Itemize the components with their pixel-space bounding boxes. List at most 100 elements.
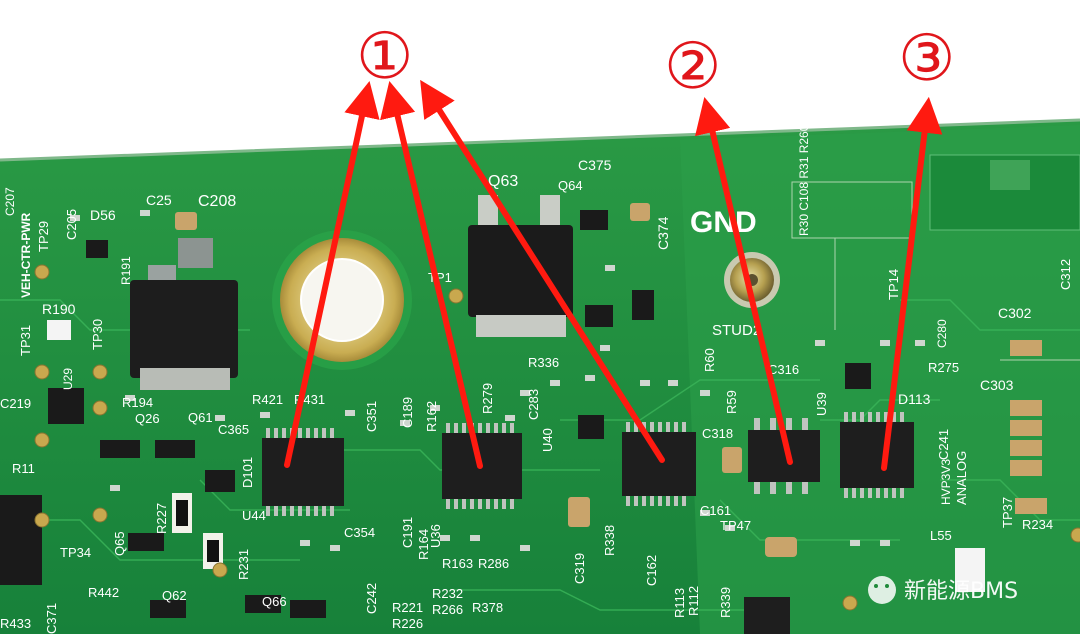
silkscreen-label: R266 [432,602,463,617]
silkscreen-label: R336 [528,355,559,370]
silkscreen-label: C375 [578,157,612,173]
silkscreen-label: C25 [146,192,172,208]
watermark-text: 新能源BMS [904,579,1018,604]
smd-passives [70,210,925,551]
silkscreen-label: R59 [724,390,739,414]
silkscreen-label: C208 [198,193,236,210]
test-points [34,264,1080,611]
arrow-1a [284,80,380,468]
arrow-2 [695,96,793,465]
silkscreen-label: R162 [424,401,439,432]
gnd-label: GND [690,206,757,239]
silkscreen-label: C241 [936,429,951,460]
silkscreen-label: C205 [64,209,79,240]
marker-1: ① [356,20,413,94]
wechat-icon [868,576,896,604]
silkscreen-label: R11 [12,461,35,476]
silkscreen-label: Q26 [135,411,160,426]
silkscreen-label: C354 [344,525,375,540]
silkscreen-label: TP34 [60,545,91,560]
tan-capacitors [175,203,1047,557]
silkscreen-label: Q65 [112,531,127,556]
silkscreen-label: C365 [218,422,249,437]
watermark: 新能源BMS [868,576,1018,604]
silkscreen-label: TP47 [720,518,751,533]
pcb-top-edge [0,118,1080,162]
silkscreen-labels: GND STUD2 C25 C208 D56 R191 R190 TP29 C2… [0,28,1073,634]
silkscreen-label: R190 [42,301,76,317]
silkscreen-label: C312 [1058,259,1073,290]
silkscreen-label: R113 [672,588,687,618]
ic-d113 [840,412,914,498]
silkscreen-label: C302 [998,305,1032,321]
silkscreen-label: TP37 [1000,497,1015,528]
silkscreen-label: C374 [655,216,671,250]
silkscreen-label: U39 [814,392,829,416]
silkscreen-label: R286 [478,556,509,571]
silkscreen-label: C351 [364,401,379,432]
silkscreen-label: R163 [442,556,473,571]
silkscreen-label: R421 [252,392,283,407]
silkscreen-label: R30 C108 R31 R260 C102 R259 R273 [797,28,811,236]
silkscreen-label: Q61 [188,410,213,425]
power-mosfet-q63 [468,195,573,337]
ic-bottom [744,597,790,634]
silkscreen-label: R221 [392,600,423,615]
silkscreen-label: C318 [702,426,733,441]
silkscreen-label: R279 [480,383,495,414]
silkscreen-label: VEH-CTR-PWR [19,212,33,298]
silkscreen-label: C162 [644,555,659,586]
silkscreen-label: HVP3V3 [939,459,953,505]
ic-u44 [262,428,344,516]
silkscreen-label: C207 [3,187,17,216]
silkscreen-label: R226 [392,616,423,631]
annotation-markers: ① ② ③ [356,20,955,104]
silkscreen-label: Q64 [558,178,583,193]
silkscreen-label: C191 [400,517,415,548]
silkscreen-label: L55 [930,528,952,543]
arrow-3 [881,96,943,471]
ic-u40 [622,422,696,506]
silkscreen-label: Q66 [262,594,287,609]
silkscreen-label: TP14 [886,269,901,300]
power-mosfet-left [130,238,238,390]
silkscreen-label: D113 [898,391,931,407]
silkscreen-label: D56 [90,207,116,223]
silkscreen-label: R231 [236,549,251,580]
silkscreen-label: ANALOG [954,451,969,505]
marker-3: ③ [898,22,955,96]
silkscreen-label: R339 [718,587,733,618]
annotation-arrows [284,79,943,471]
silkscreen-label: C242 [364,583,379,614]
silkscreen-label: D101 [240,457,255,488]
silkscreen-label: R164 [416,529,431,560]
marker-2: ② [664,30,721,104]
silkscreen-label: R433 [0,616,31,631]
silkscreen-label: R442 [88,585,119,600]
silkscreen-label: C280 [935,319,949,348]
silkscreen-label: C283 [526,389,541,420]
silkscreen-label: Q62 [162,588,187,603]
silkscreen-label: R227 [154,503,169,534]
silkscreen-label: Q63 [488,173,518,190]
silkscreen-label: R191 [119,256,133,285]
small-components [0,210,871,618]
silkscreen-label: C303 [980,377,1014,393]
silkscreen-label: R232 [432,586,463,601]
silkscreen-label: U40 [540,428,555,452]
silkscreen-label: C319 [572,553,587,584]
white-resistors [47,320,985,592]
silkscreen-label: STUD2 [712,322,761,339]
silkscreen-label: R112 [686,586,701,616]
silkscreen-label: U44 [242,508,266,523]
silkscreen-label: C316 [768,362,799,377]
silkscreen-label: TP31 [18,325,33,356]
arrow-1b [380,80,483,469]
silkscreen-label: C371 [44,603,59,634]
silkscreen-label: R194 [122,395,153,410]
silkscreen-label: C219 [0,396,31,411]
silkscreen-label: U36 [428,524,443,548]
silkscreen-label: U29 [61,368,75,390]
silkscreen-label: C161 [700,503,731,518]
